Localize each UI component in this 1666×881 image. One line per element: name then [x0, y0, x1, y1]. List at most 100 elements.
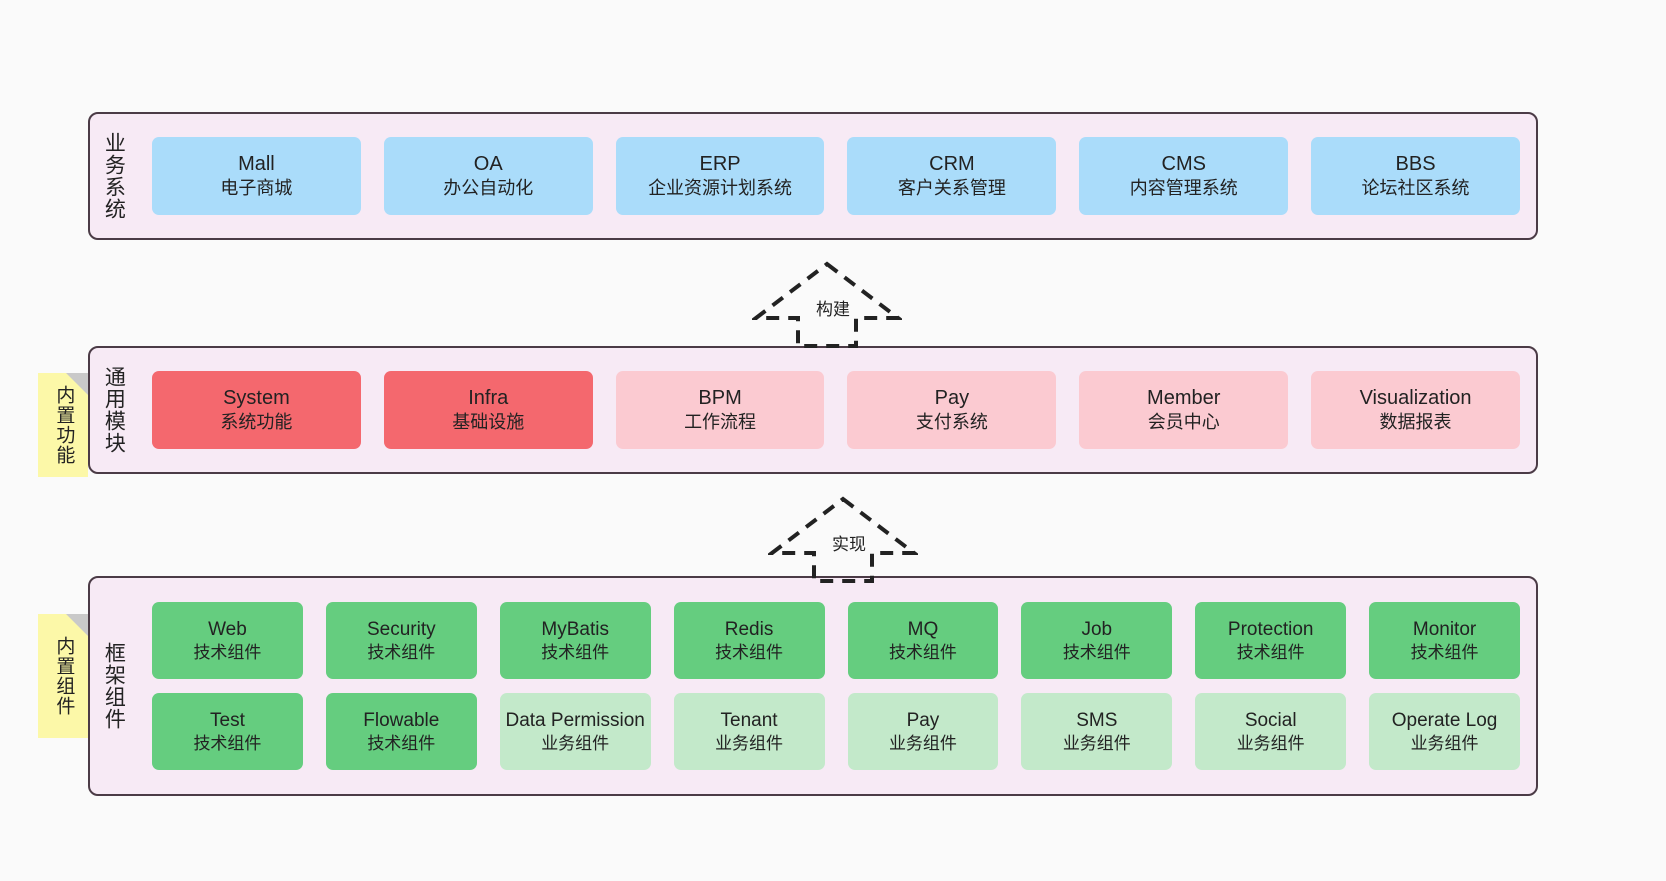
node-desc: 会员中心 [1147, 412, 1220, 433]
node-name: Monitor [1412, 619, 1477, 640]
hollow-arrow-up-icon [766, 496, 920, 583]
node-name: Data Permission [505, 710, 645, 731]
node-job[interactable]: Job 技术组件 [1021, 602, 1173, 679]
node-name: Job [1081, 619, 1113, 640]
node-cms[interactable]: CMS 内容管理系统 [1079, 137, 1289, 215]
node-name: Operate Log [1391, 710, 1498, 731]
layer-row: Web 技术组件 Security 技术组件 MyBatis 技术组件 Redi… [152, 602, 1520, 679]
node-name: Flowable [363, 710, 440, 731]
node-system[interactable]: System 系统功能 [152, 371, 361, 449]
node-name: Security [366, 619, 436, 640]
node-desc: 基础设施 [452, 412, 525, 433]
node-desc: 技术组件 [715, 642, 784, 662]
node-name: Web [208, 619, 247, 640]
layer-common-modules: 通用模块 System 系统功能 Infra 基础设施 BPM 工作流程 Pay… [88, 346, 1538, 474]
node-name: Mall [238, 153, 275, 176]
arrow-build: 构建 [750, 258, 904, 348]
node-member[interactable]: Member 会员中心 [1079, 371, 1289, 449]
node-desc: 客户关系管理 [897, 178, 1006, 199]
node-name: CRM [929, 153, 975, 176]
node-mybatis[interactable]: MyBatis 技术组件 [499, 602, 651, 679]
node-desc: 技术组件 [1062, 642, 1131, 662]
node-desc: 技术组件 [1410, 642, 1479, 662]
node-infra[interactable]: Infra 基础设施 [383, 371, 593, 449]
node-data-permission[interactable]: Data Permission 业务组件 [499, 693, 651, 770]
node-visualization[interactable]: Visualization 数据报表 [1311, 371, 1520, 449]
node-name: SMS [1076, 710, 1118, 731]
node-desc: 业务组件 [1062, 733, 1131, 753]
layer-title-modules: 通用模块 [102, 366, 126, 454]
layer-framework-components: 框架组件 Web 技术组件 Security 技术组件 MyBatis 技术组件… [88, 576, 1538, 796]
node-name: MQ [907, 619, 939, 640]
node-desc: 论坛社区系统 [1361, 178, 1470, 199]
node-desc: 技术组件 [1236, 642, 1305, 662]
node-test[interactable]: Test 技术组件 [152, 693, 303, 770]
arrow-label-build: 构建 [814, 295, 852, 320]
node-name: Social [1244, 710, 1297, 731]
hollow-arrow-up-icon [750, 261, 904, 348]
layer-title-business: 业务系统 [102, 132, 126, 220]
node-name: Pay [934, 387, 970, 410]
node-desc: 工作流程 [684, 412, 757, 433]
node-desc: 技术组件 [367, 733, 436, 753]
node-name: Member [1147, 387, 1221, 410]
node-name: BPM [698, 387, 742, 410]
node-desc: 企业资源计划系统 [648, 178, 793, 199]
sticky-note-builtin-components: 内置组件 [38, 614, 88, 738]
node-name: Visualization [1359, 387, 1472, 410]
node-desc: 业务组件 [541, 733, 610, 753]
node-desc: 数据报表 [1379, 412, 1452, 433]
node-bpm[interactable]: BPM 工作流程 [615, 371, 825, 449]
node-desc: 电子商城 [220, 178, 293, 199]
layer-body-modules: System 系统功能 Infra 基础设施 BPM 工作流程 Pay 支付系统… [136, 348, 1536, 472]
node-desc: 业务组件 [715, 733, 784, 753]
node-name: Infra [468, 387, 509, 410]
node-redis[interactable]: Redis 技术组件 [673, 602, 825, 679]
node-pay[interactable]: Pay 支付系统 [847, 371, 1057, 449]
node-name: CMS [1161, 153, 1206, 176]
node-desc: 技术组件 [888, 642, 957, 662]
node-sms[interactable]: SMS 业务组件 [1021, 693, 1173, 770]
layer-row: System 系统功能 Infra 基础设施 BPM 工作流程 Pay 支付系统… [152, 371, 1520, 449]
node-pay-business[interactable]: Pay 业务组件 [847, 693, 999, 770]
node-desc: 办公自动化 [443, 178, 534, 199]
node-name: Redis [724, 619, 774, 640]
node-name: MyBatis [541, 619, 609, 640]
node-operate-log[interactable]: Operate Log 业务组件 [1369, 693, 1520, 770]
node-name: Tenant [720, 710, 778, 731]
node-desc: 内容管理系统 [1129, 178, 1238, 199]
node-bbs[interactable]: BBS 论坛社区系统 [1311, 137, 1520, 215]
layer-title-framework: 框架组件 [102, 642, 126, 730]
node-monitor[interactable]: Monitor 技术组件 [1369, 602, 1520, 679]
node-desc: 支付系统 [915, 412, 988, 433]
node-protection[interactable]: Protection 技术组件 [1195, 602, 1347, 679]
node-security[interactable]: Security 技术组件 [325, 602, 477, 679]
node-social[interactable]: Social 业务组件 [1195, 693, 1347, 770]
node-name: Pay [906, 710, 940, 731]
layer-body-business: Mall 电子商城 OA 办公自动化 ERP 企业资源计划系统 CRM 客户关系… [136, 114, 1536, 238]
layer-body-framework: Web 技术组件 Security 技术组件 MyBatis 技术组件 Redi… [136, 578, 1536, 794]
node-tenant[interactable]: Tenant 业务组件 [673, 693, 825, 770]
node-name: Test [210, 710, 245, 731]
layer-row: Test 技术组件 Flowable 技术组件 Data Permission … [152, 693, 1520, 770]
node-oa[interactable]: OA 办公自动化 [383, 137, 593, 215]
node-desc: 技术组件 [367, 642, 436, 662]
node-mall[interactable]: Mall 电子商城 [152, 137, 361, 215]
layer-row: Mall 电子商城 OA 办公自动化 ERP 企业资源计划系统 CRM 客户关系… [152, 137, 1520, 215]
layer-business-systems: 业务系统 Mall 电子商城 OA 办公自动化 ERP 企业资源计划系统 CRM… [88, 112, 1538, 240]
node-crm[interactable]: CRM 客户关系管理 [847, 137, 1057, 215]
node-desc: 技术组件 [193, 733, 262, 753]
node-name: BBS [1395, 153, 1436, 176]
node-name: System [223, 387, 290, 410]
node-desc: 技术组件 [193, 642, 262, 662]
node-erp[interactable]: ERP 企业资源计划系统 [615, 137, 825, 215]
node-desc: 业务组件 [888, 733, 957, 753]
node-name: Protection [1227, 619, 1314, 640]
node-web[interactable]: Web 技术组件 [152, 602, 303, 679]
node-flowable[interactable]: Flowable 技术组件 [325, 693, 477, 770]
node-desc: 技术组件 [541, 642, 610, 662]
node-desc: 业务组件 [1236, 733, 1305, 753]
node-mq[interactable]: MQ 技术组件 [847, 602, 999, 679]
node-name: ERP [699, 153, 741, 176]
